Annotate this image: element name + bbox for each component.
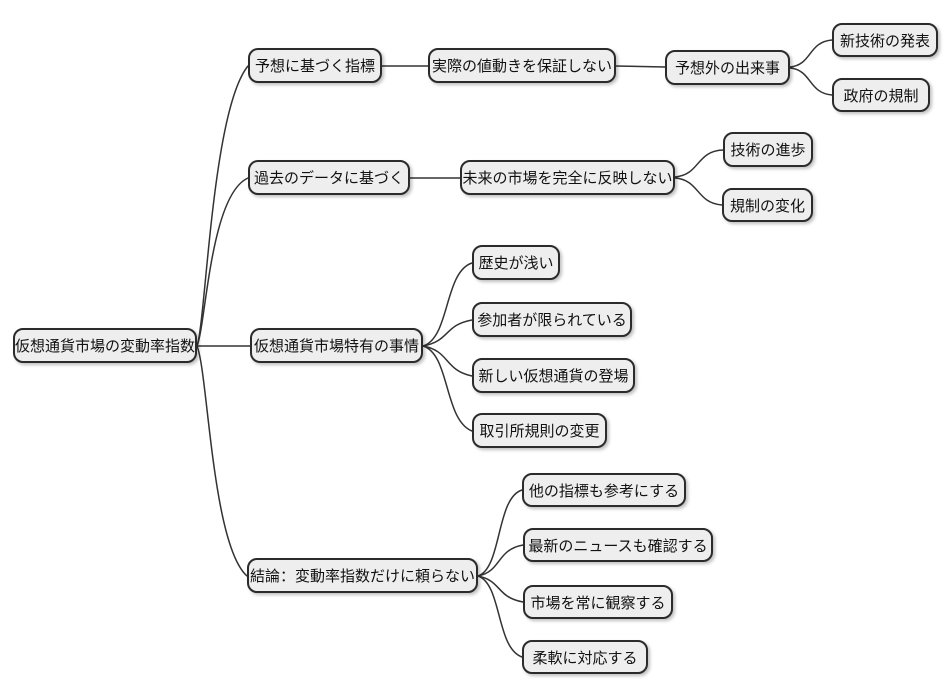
edge-specifics-newcrypto <box>422 345 473 377</box>
node-respond-flexibly: 柔軟に対応する <box>522 640 648 674</box>
node-not-reflect-future-market: 未来の市場を完全に反映しない <box>460 160 675 195</box>
node-new-tech-announcement: 新技術の発表 <box>832 23 938 57</box>
node-short-history: 歴史が浅い <box>472 245 560 280</box>
edge-conclusion-observe <box>477 575 524 603</box>
edge-root-conclusion <box>196 345 248 577</box>
edge-specifics-participants <box>422 319 473 347</box>
node-based-on-past-data: 過去のデータに基づく <box>248 160 410 195</box>
edge-future-techprogress <box>674 149 724 178</box>
edge-conclusion-otherindicators <box>477 489 523 577</box>
edge-unexpected-government <box>789 67 833 96</box>
edge-specifics-exchangerules <box>422 345 473 432</box>
edge-future-regulationchange <box>674 177 723 206</box>
node-crypto-market-specifics: 仮想通貨市場特有の事情 <box>250 328 423 363</box>
node-no-price-guarantee: 実際の値動きを保証しない <box>428 48 616 83</box>
node-new-crypto-emergence: 新しい仮想通貨の登場 <box>472 358 635 393</box>
node-conclusion: 結論：変動率指数だけに頼らない <box>247 558 478 593</box>
node-exchange-rule-changes: 取引所規則の変更 <box>472 413 607 448</box>
node-regulation-change: 規制の変化 <box>722 188 813 222</box>
edge-conclusion-news <box>477 544 524 577</box>
edge-root-forecast <box>196 65 249 347</box>
node-unexpected-events: 予想外の出来事 <box>665 50 790 85</box>
node-tech-progress: 技術の進歩 <box>723 132 813 167</box>
edge-conclusion-flexible <box>477 575 523 658</box>
node-forecast-based-indicator: 予想に基づく指標 <box>248 48 382 83</box>
edge-unexpected-newtech <box>789 39 833 68</box>
node-government-regulation: 政府の規制 <box>832 78 930 112</box>
edge-guarantee-unexpected <box>615 65 666 68</box>
node-refer-other-indicators: 他の指標も参考にする <box>522 473 686 507</box>
node-limited-participants: 参加者が限られている <box>472 302 632 337</box>
node-observe-market: 市場を常に観察する <box>523 585 673 619</box>
edge-specifics-history <box>422 262 473 347</box>
node-root: 仮想通貨市場の変動率指数 <box>13 328 197 363</box>
node-check-latest-news: 最新のニュースも確認する <box>523 528 713 562</box>
edge-root-pastdata <box>196 177 249 347</box>
